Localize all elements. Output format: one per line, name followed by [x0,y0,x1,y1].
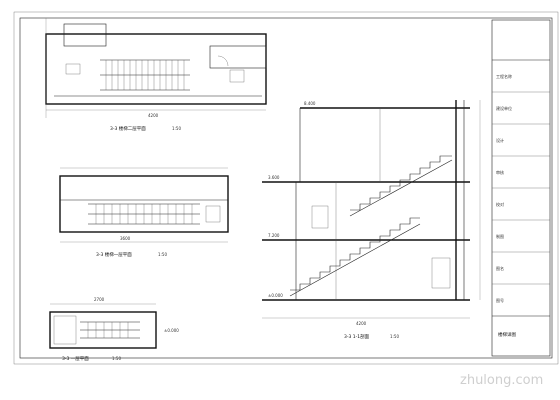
dim-section-total: 4200 [356,321,367,326]
top-plan-scale: 1:50 [172,126,181,131]
mid-plan-view: 3600 3-3 楼梯一层平面 1:50 [59,167,229,258]
low-plan-scale: 1:50 [112,356,121,361]
dim-mid-total: 3600 [120,236,131,241]
section-title: 3-3 1-1剖面 [344,333,370,340]
title-row-name: 图名 [496,265,504,271]
top-plan-stair-treads [105,60,185,90]
low-plan-view: 2700 ±0.000 3-3 一层平面 1:50 [49,297,179,362]
mid-plan-title: 3-3 楼梯一层平面 [96,251,132,258]
level-000: ±0.000 [268,293,283,298]
title-row-check: 校对 [496,201,504,207]
inner-border [19,17,553,359]
low-note-level: ±0.000 [164,328,179,333]
low-plan-stair-treads [87,322,129,338]
dim-low-total: 2700 [94,297,105,302]
title-row-review: 审核 [496,169,504,175]
title-row-number: 图号 [496,297,504,303]
mid-plan-stair-treads [95,204,193,224]
outer-border [13,11,559,365]
top-plan-title: 3-3 楼梯二层平面 [110,125,146,132]
top-plan-view: 4200 3-3 楼梯二层平面 1:50 [45,18,267,132]
section-lower-flight [289,217,421,297]
sheet-name: 楼梯详图 [498,331,516,338]
title-row-design: 设计 [496,137,504,143]
level-7200: 7.200 [268,233,280,238]
dim-top-total: 4200 [148,113,159,118]
low-plan-title: 3-3 一层平面 [62,356,89,362]
level-3600: 3.600 [268,175,280,180]
title-row-draw: 制图 [496,233,504,239]
section-upper-flight [349,155,453,217]
mid-plan-scale: 1:50 [158,252,167,257]
level-8400: 8.400 [304,101,316,106]
section-scale: 1:50 [390,334,399,339]
section-view: 4200 3.600 7.200 8.400 ±0.000 3-3 1-1剖面 … [262,100,481,340]
watermark-text: zhulong.com [460,373,543,388]
title-row-client: 建设单位 [496,105,512,111]
title-block: 工程名称 建设单位 设计 审核 校对 制图 图名 图号 楼梯详图 [491,19,551,357]
title-row-project: 工程名称 [496,73,512,79]
